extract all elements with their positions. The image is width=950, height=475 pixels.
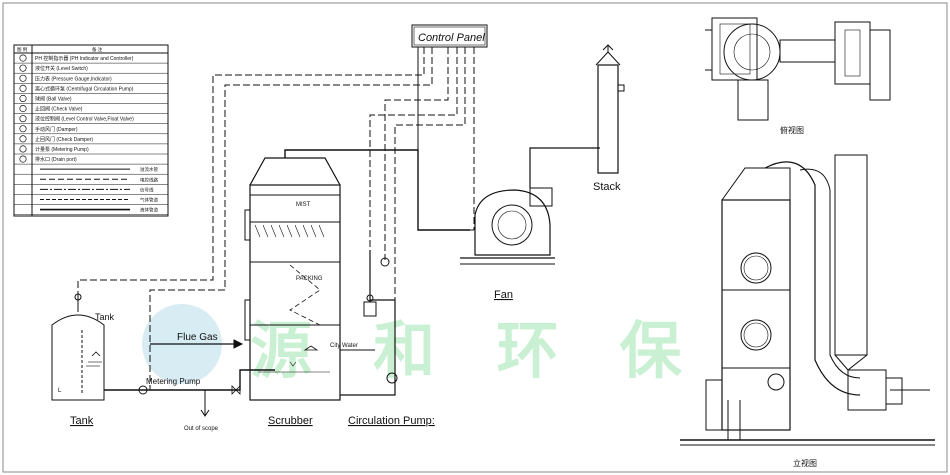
flue-gas-label: Flue Gas [177,332,218,343]
legend-row-text: PH 控制指示器 (PH Indicator and Controller) [35,55,134,62]
legend-row-text: 止回风门 (Check Damper) [35,136,93,143]
legend-table: 图 例 备 注 PH 控制指示器 (PH Indicator and Contr… [13,44,169,217]
chemical-tank [51,293,105,401]
legend-row-text: 电控线路 [140,176,158,183]
exhaust-fan [460,187,555,265]
scrubber-caption: Scrubber [268,415,313,427]
legend-rows: PH 控制指示器 (PH Indicator and Controller) 液位… [14,54,168,215]
legend-row-text: 球阀 (Ball Valve) [35,95,72,102]
pump-icon [19,84,27,92]
float-valve-icon [19,115,27,123]
legend-row-text: 液位控制阀 (Level Control Valve,Float Valve) [35,116,134,123]
legend-row-text: 手动风门 (Damper) [35,126,78,133]
legend-row-text: 排水口 (Drain port) [35,156,77,163]
legend-row-text: 离心式循环泵 (Centrifugal Circulation Pump) [35,85,134,92]
watermark: 源 和 环 保 [142,304,704,386]
ph-icon [380,257,390,267]
watermark-text: 源 和 环 保 [250,317,704,386]
legend-row-text: 气体管道 [140,196,158,203]
check-valve-icon [19,105,27,113]
metering-pump-label: Metering Pump [146,377,201,386]
circulation-pump-caption: Circulation Pump: [348,415,435,427]
top-view-caption: 俯视图 [780,125,804,135]
ball-valve-icon [19,94,27,103]
control-panel-box [411,24,488,48]
ball-valve-icon [231,385,241,395]
fan-outlet-duct [529,147,600,188]
packing-label: PACKING [296,276,323,282]
mist-label: MIST [296,202,311,208]
damper-icon [19,125,27,133]
fan-power-line [417,47,474,231]
legend-row-text: 止回阀 (Check Valve) [35,106,83,113]
signal-lines [77,47,475,390]
legend-row-text: 计量泵 (Metering Pump) [35,146,89,153]
circulation-line [340,250,396,396]
out-of-scope-label: Out of scope [184,426,219,432]
metering-pump-icon [138,385,148,395]
city-water-label: City Water [330,343,358,349]
drain-icon [19,155,27,163]
legend-row-text: 压力表 (Pressure Gauge,Indicator) [35,75,112,82]
pump-icon [386,372,398,384]
control-panel-label: Control Panel [418,32,485,44]
metering-pump-icon [19,145,27,153]
fan-caption: Fan [494,289,513,301]
scrubber-tower [244,157,341,401]
pressure-gauge-icon [363,301,377,317]
exhaust-stack [595,44,625,174]
tank-level-label: L [58,388,62,394]
elevation-view-caption: 立视图 [793,458,817,468]
stack-caption: Stack [593,181,621,193]
level-switch-icon [19,64,27,72]
tank-top-label: Tank [95,312,115,322]
ph-icon [19,54,27,62]
legend-row-text: 信号线 [140,186,154,193]
legend-header-symbol: 图 例 [17,46,28,53]
legend-row-text: 液位开关 (Level Switch) [35,65,88,72]
gas-duct [284,149,470,231]
elevation-view-drawing [680,154,935,446]
legend-row-text: 溢流水管 [140,166,158,173]
top-view-drawing [705,17,891,121]
check-damper-icon [19,135,27,143]
legend-row-text: 液体管道 [140,207,158,214]
dosing-line [104,369,275,391]
pressure-gauge-icon [19,74,27,82]
legend-header-note: 备 注 [92,46,103,53]
tank-caption: Tank [70,415,94,427]
